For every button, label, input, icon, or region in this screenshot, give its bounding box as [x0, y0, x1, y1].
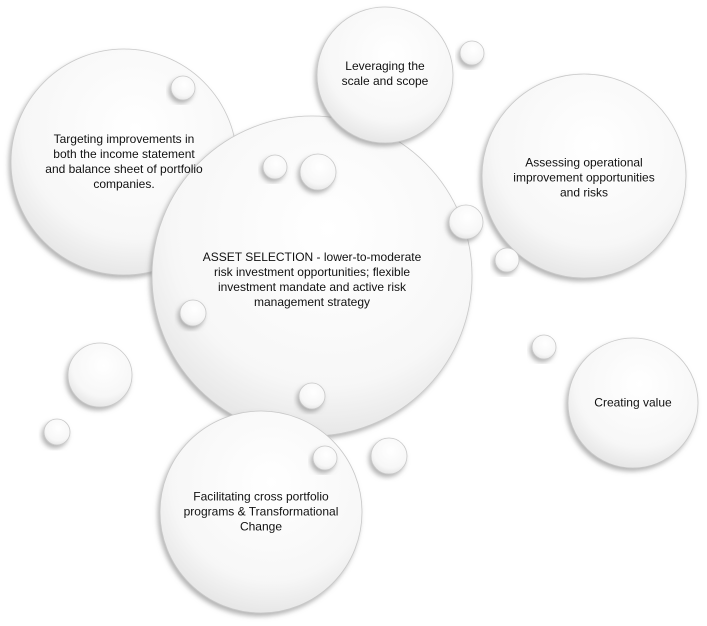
assessing-node-label: Assessing operational improvement opport… [513, 155, 655, 200]
small-bubble [43, 418, 71, 446]
small-bubble [312, 445, 338, 471]
facilitating-node-label: Facilitating cross portfolio programs & … [183, 489, 339, 534]
facilitating-node [159, 410, 363, 614]
small-bubble [170, 75, 196, 101]
small-bubble [299, 153, 337, 191]
small-bubble [179, 299, 207, 327]
small-bubble [459, 40, 485, 66]
small-bubble [448, 204, 484, 240]
small-bubble [494, 247, 520, 273]
center-node-label: ASSET SELECTION - lower-to-moderate risk… [202, 250, 422, 309]
leveraging-node [316, 6, 454, 144]
small-bubble [67, 342, 133, 408]
small-bubble [298, 382, 326, 410]
small-bubble [531, 334, 557, 360]
small-bubble [262, 154, 288, 180]
small-bubble [370, 437, 408, 475]
creating-node-label: Creating value [594, 395, 672, 410]
assessing-node [481, 73, 687, 279]
creating-node [567, 337, 699, 469]
leveraging-node-label: Leveraging the scale and scope [341, 59, 429, 88]
targeting-node-label: Targeting improvements in both the incom… [45, 132, 203, 191]
